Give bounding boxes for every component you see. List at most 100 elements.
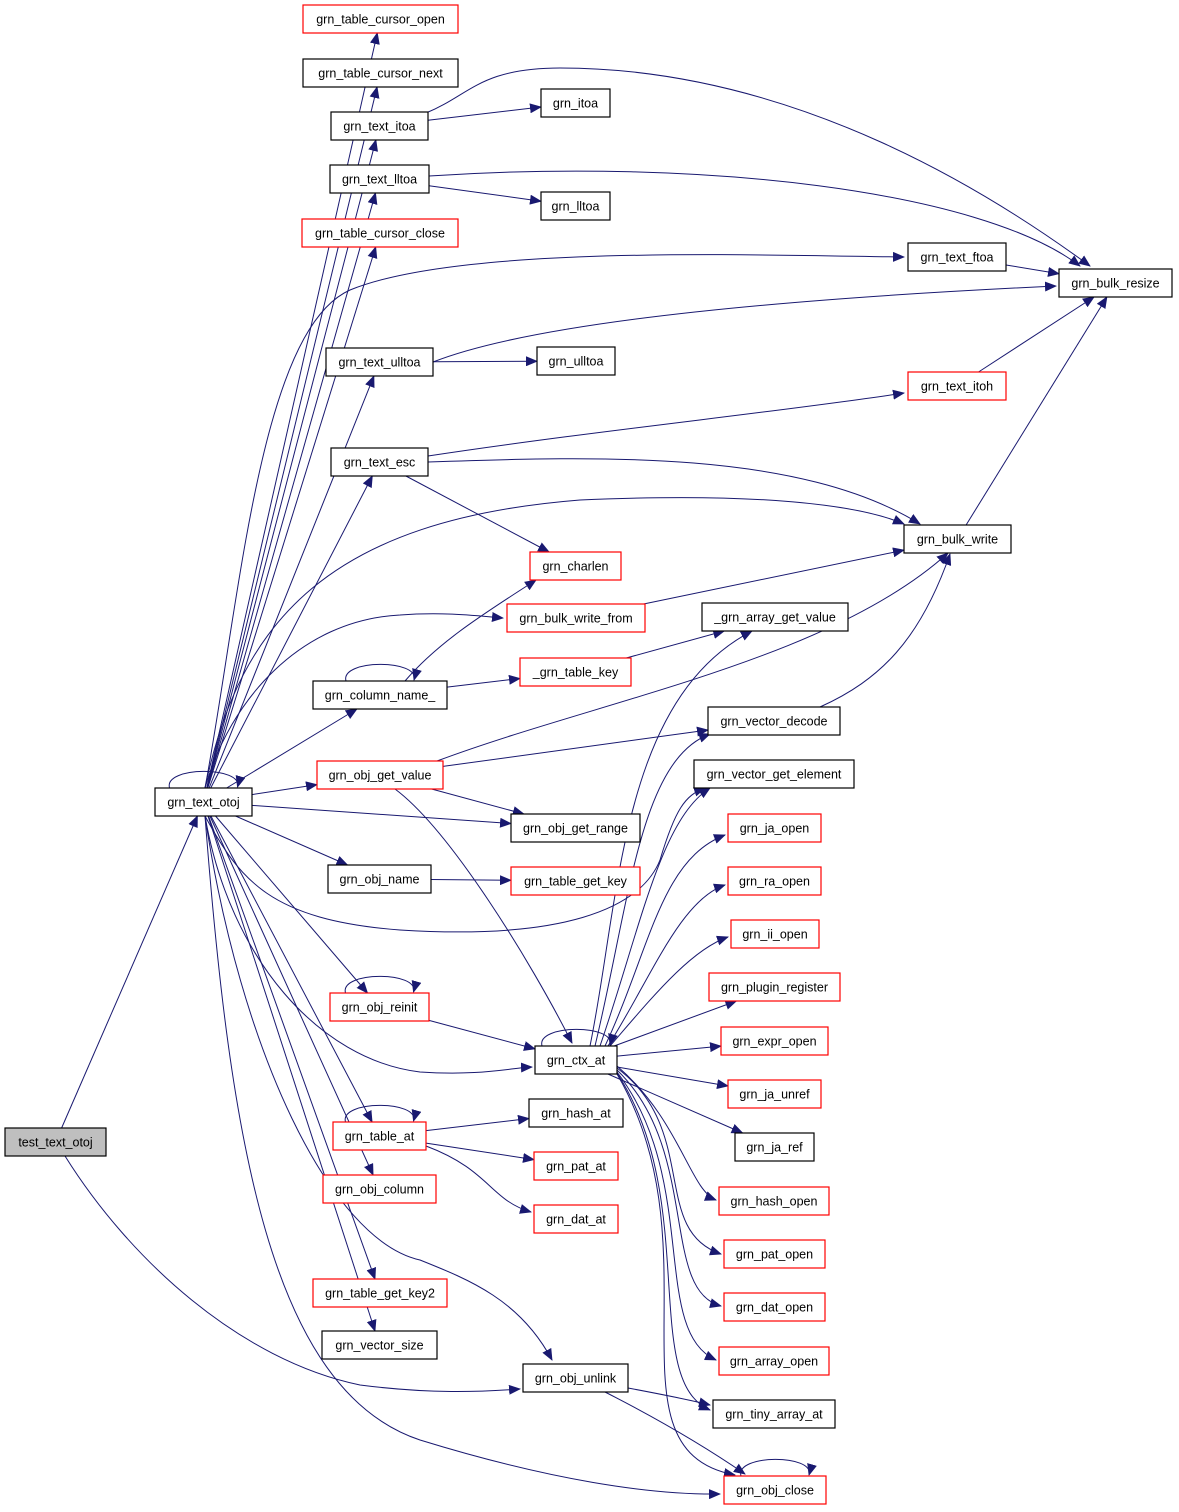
node-box[interactable] <box>533 1151 619 1181</box>
node-box[interactable] <box>330 111 429 141</box>
node-box[interactable] <box>707 706 841 736</box>
node-grn_text_ftoa[interactable]: grn_text_ftoa <box>907 242 1007 272</box>
node-grn_table_cursor_next[interactable]: grn_table_cursor_next <box>302 58 459 88</box>
node-box[interactable] <box>312 1278 448 1308</box>
node-box[interactable] <box>718 1346 830 1376</box>
node-grn_table_at[interactable]: grn_table_at <box>332 1121 427 1151</box>
node-grn_ulltoa[interactable]: grn_ulltoa <box>536 346 616 376</box>
node-grn_hash_at[interactable]: grn_hash_at <box>528 1098 624 1128</box>
node-box[interactable] <box>536 346 616 376</box>
node-box[interactable] <box>723 1239 826 1269</box>
node-box[interactable] <box>4 1127 107 1157</box>
node-grn_obj_name[interactable]: grn_obj_name <box>327 864 432 894</box>
node-box[interactable] <box>329 164 430 194</box>
node-box[interactable] <box>720 1026 829 1056</box>
node-box[interactable] <box>701 602 849 632</box>
node-grn_table_get_key2[interactable]: grn_table_get_key2 <box>312 1278 448 1308</box>
node-grn_text_ulltoa[interactable]: grn_text_ulltoa <box>325 347 434 377</box>
node-box[interactable] <box>510 813 641 843</box>
node-grn_pat_at[interactable]: grn_pat_at <box>533 1151 619 1181</box>
node-grn_text_itoa[interactable]: grn_text_itoa <box>330 111 429 141</box>
node-grn_text_lltoa[interactable]: grn_text_lltoa <box>329 164 430 194</box>
node-box[interactable] <box>533 1204 619 1234</box>
node-box[interactable] <box>302 58 459 88</box>
node-box[interactable] <box>519 657 632 687</box>
node-grn_ja_ref[interactable]: grn_ja_ref <box>734 1132 815 1162</box>
node-grn_text_itoh[interactable]: grn_text_itoh <box>907 371 1007 401</box>
node-grn_ra_open[interactable]: grn_ra_open <box>727 866 822 896</box>
node-grn_array_open[interactable]: grn_array_open <box>718 1346 830 1376</box>
node-grn_tiny_array_at[interactable]: grn_tiny_array_at <box>712 1399 836 1429</box>
node-box[interactable] <box>693 759 855 789</box>
node-box[interactable] <box>322 1174 437 1204</box>
node-grn_hash_open[interactable]: grn_hash_open <box>718 1186 830 1216</box>
node-box[interactable] <box>712 1399 836 1429</box>
node-grn_ja_unref[interactable]: grn_ja_unref <box>727 1079 822 1109</box>
node-grn_bulk_write[interactable]: grn_bulk_write <box>903 524 1012 554</box>
node-grn_table_cursor_close[interactable]: grn_table_cursor_close <box>301 218 459 248</box>
node-box[interactable] <box>540 88 611 118</box>
node-grn_expr_open[interactable]: grn_expr_open <box>720 1026 829 1056</box>
node-grn_table_get_key[interactable]: grn_table_get_key <box>510 866 641 896</box>
node-box[interactable] <box>321 1330 438 1360</box>
node-box[interactable] <box>330 447 429 477</box>
node-box[interactable] <box>734 1132 815 1162</box>
node-box[interactable] <box>534 1045 618 1075</box>
node-grn_text_esc[interactable]: grn_text_esc <box>330 447 429 477</box>
node-grn_ctx_at[interactable]: grn_ctx_at <box>534 1045 618 1075</box>
node-box[interactable] <box>723 1475 827 1505</box>
node-box[interactable] <box>528 1098 624 1128</box>
node-box[interactable] <box>540 191 611 221</box>
node-box[interactable] <box>316 760 444 790</box>
node-grn_column_name_[interactable]: grn_column_name_ <box>312 680 448 710</box>
node-grn_obj_get_value[interactable]: grn_obj_get_value <box>316 760 444 790</box>
node-grn_text_otoj[interactable]: grn_text_otoj <box>154 787 253 817</box>
node-box[interactable] <box>1058 268 1173 298</box>
node-box[interactable] <box>907 242 1007 272</box>
node-box[interactable] <box>329 992 430 1022</box>
node-_grn_table_key[interactable]: _grn_table_key <box>519 657 632 687</box>
node-grn_vector_decode[interactable]: grn_vector_decode <box>707 706 841 736</box>
node-grn_obj_reinit[interactable]: grn_obj_reinit <box>329 992 430 1022</box>
node-grn_bulk_write_from[interactable]: grn_bulk_write_from <box>506 603 646 633</box>
node-grn_dat_at[interactable]: grn_dat_at <box>533 1204 619 1234</box>
node-box[interactable] <box>325 347 434 377</box>
node-grn_obj_column[interactable]: grn_obj_column <box>322 1174 437 1204</box>
node-grn_obj_unlink[interactable]: grn_obj_unlink <box>522 1363 629 1393</box>
node-grn_charlen[interactable]: grn_charlen <box>529 551 622 581</box>
node-grn_vector_size[interactable]: grn_vector_size <box>321 1330 438 1360</box>
node-box[interactable] <box>903 524 1012 554</box>
node-box[interactable] <box>730 919 820 949</box>
node-box[interactable] <box>723 1292 826 1322</box>
node-grn_obj_close[interactable]: grn_obj_close <box>723 1475 827 1505</box>
node-grn_plugin_register[interactable]: grn_plugin_register <box>708 972 841 1002</box>
node-grn_dat_open[interactable]: grn_dat_open <box>723 1292 826 1322</box>
node-box[interactable] <box>506 603 646 633</box>
node-grn_obj_get_range[interactable]: grn_obj_get_range <box>510 813 641 843</box>
node-box[interactable] <box>332 1121 427 1151</box>
node-box[interactable] <box>312 680 448 710</box>
node-box[interactable] <box>718 1186 830 1216</box>
node-box[interactable] <box>529 551 622 581</box>
node-grn_table_cursor_open[interactable]: grn_table_cursor_open <box>302 4 459 34</box>
node-box[interactable] <box>327 864 432 894</box>
node-box[interactable] <box>727 1079 822 1109</box>
node-grn_pat_open[interactable]: grn_pat_open <box>723 1239 826 1269</box>
node-grn_bulk_resize[interactable]: grn_bulk_resize <box>1058 268 1173 298</box>
node-box[interactable] <box>708 972 841 1002</box>
node-box[interactable] <box>727 866 822 896</box>
node-grn_vector_get_element[interactable]: grn_vector_get_element <box>693 759 855 789</box>
node-box[interactable] <box>302 4 459 34</box>
node-box[interactable] <box>522 1363 629 1393</box>
node-box[interactable] <box>154 787 253 817</box>
node-box[interactable] <box>907 371 1007 401</box>
node-test_text_otoj[interactable]: test_text_otoj <box>4 1127 107 1157</box>
node-box[interactable] <box>510 866 641 896</box>
node-box[interactable] <box>727 813 822 843</box>
node-grn_ja_open[interactable]: grn_ja_open <box>727 813 822 843</box>
node-grn_ii_open[interactable]: grn_ii_open <box>730 919 820 949</box>
node-box[interactable] <box>301 218 459 248</box>
node-grn_itoa[interactable]: grn_itoa <box>540 88 611 118</box>
node-_grn_array_get_value[interactable]: _grn_array_get_value <box>701 602 849 632</box>
node-grn_lltoa[interactable]: grn_lltoa <box>540 191 611 221</box>
